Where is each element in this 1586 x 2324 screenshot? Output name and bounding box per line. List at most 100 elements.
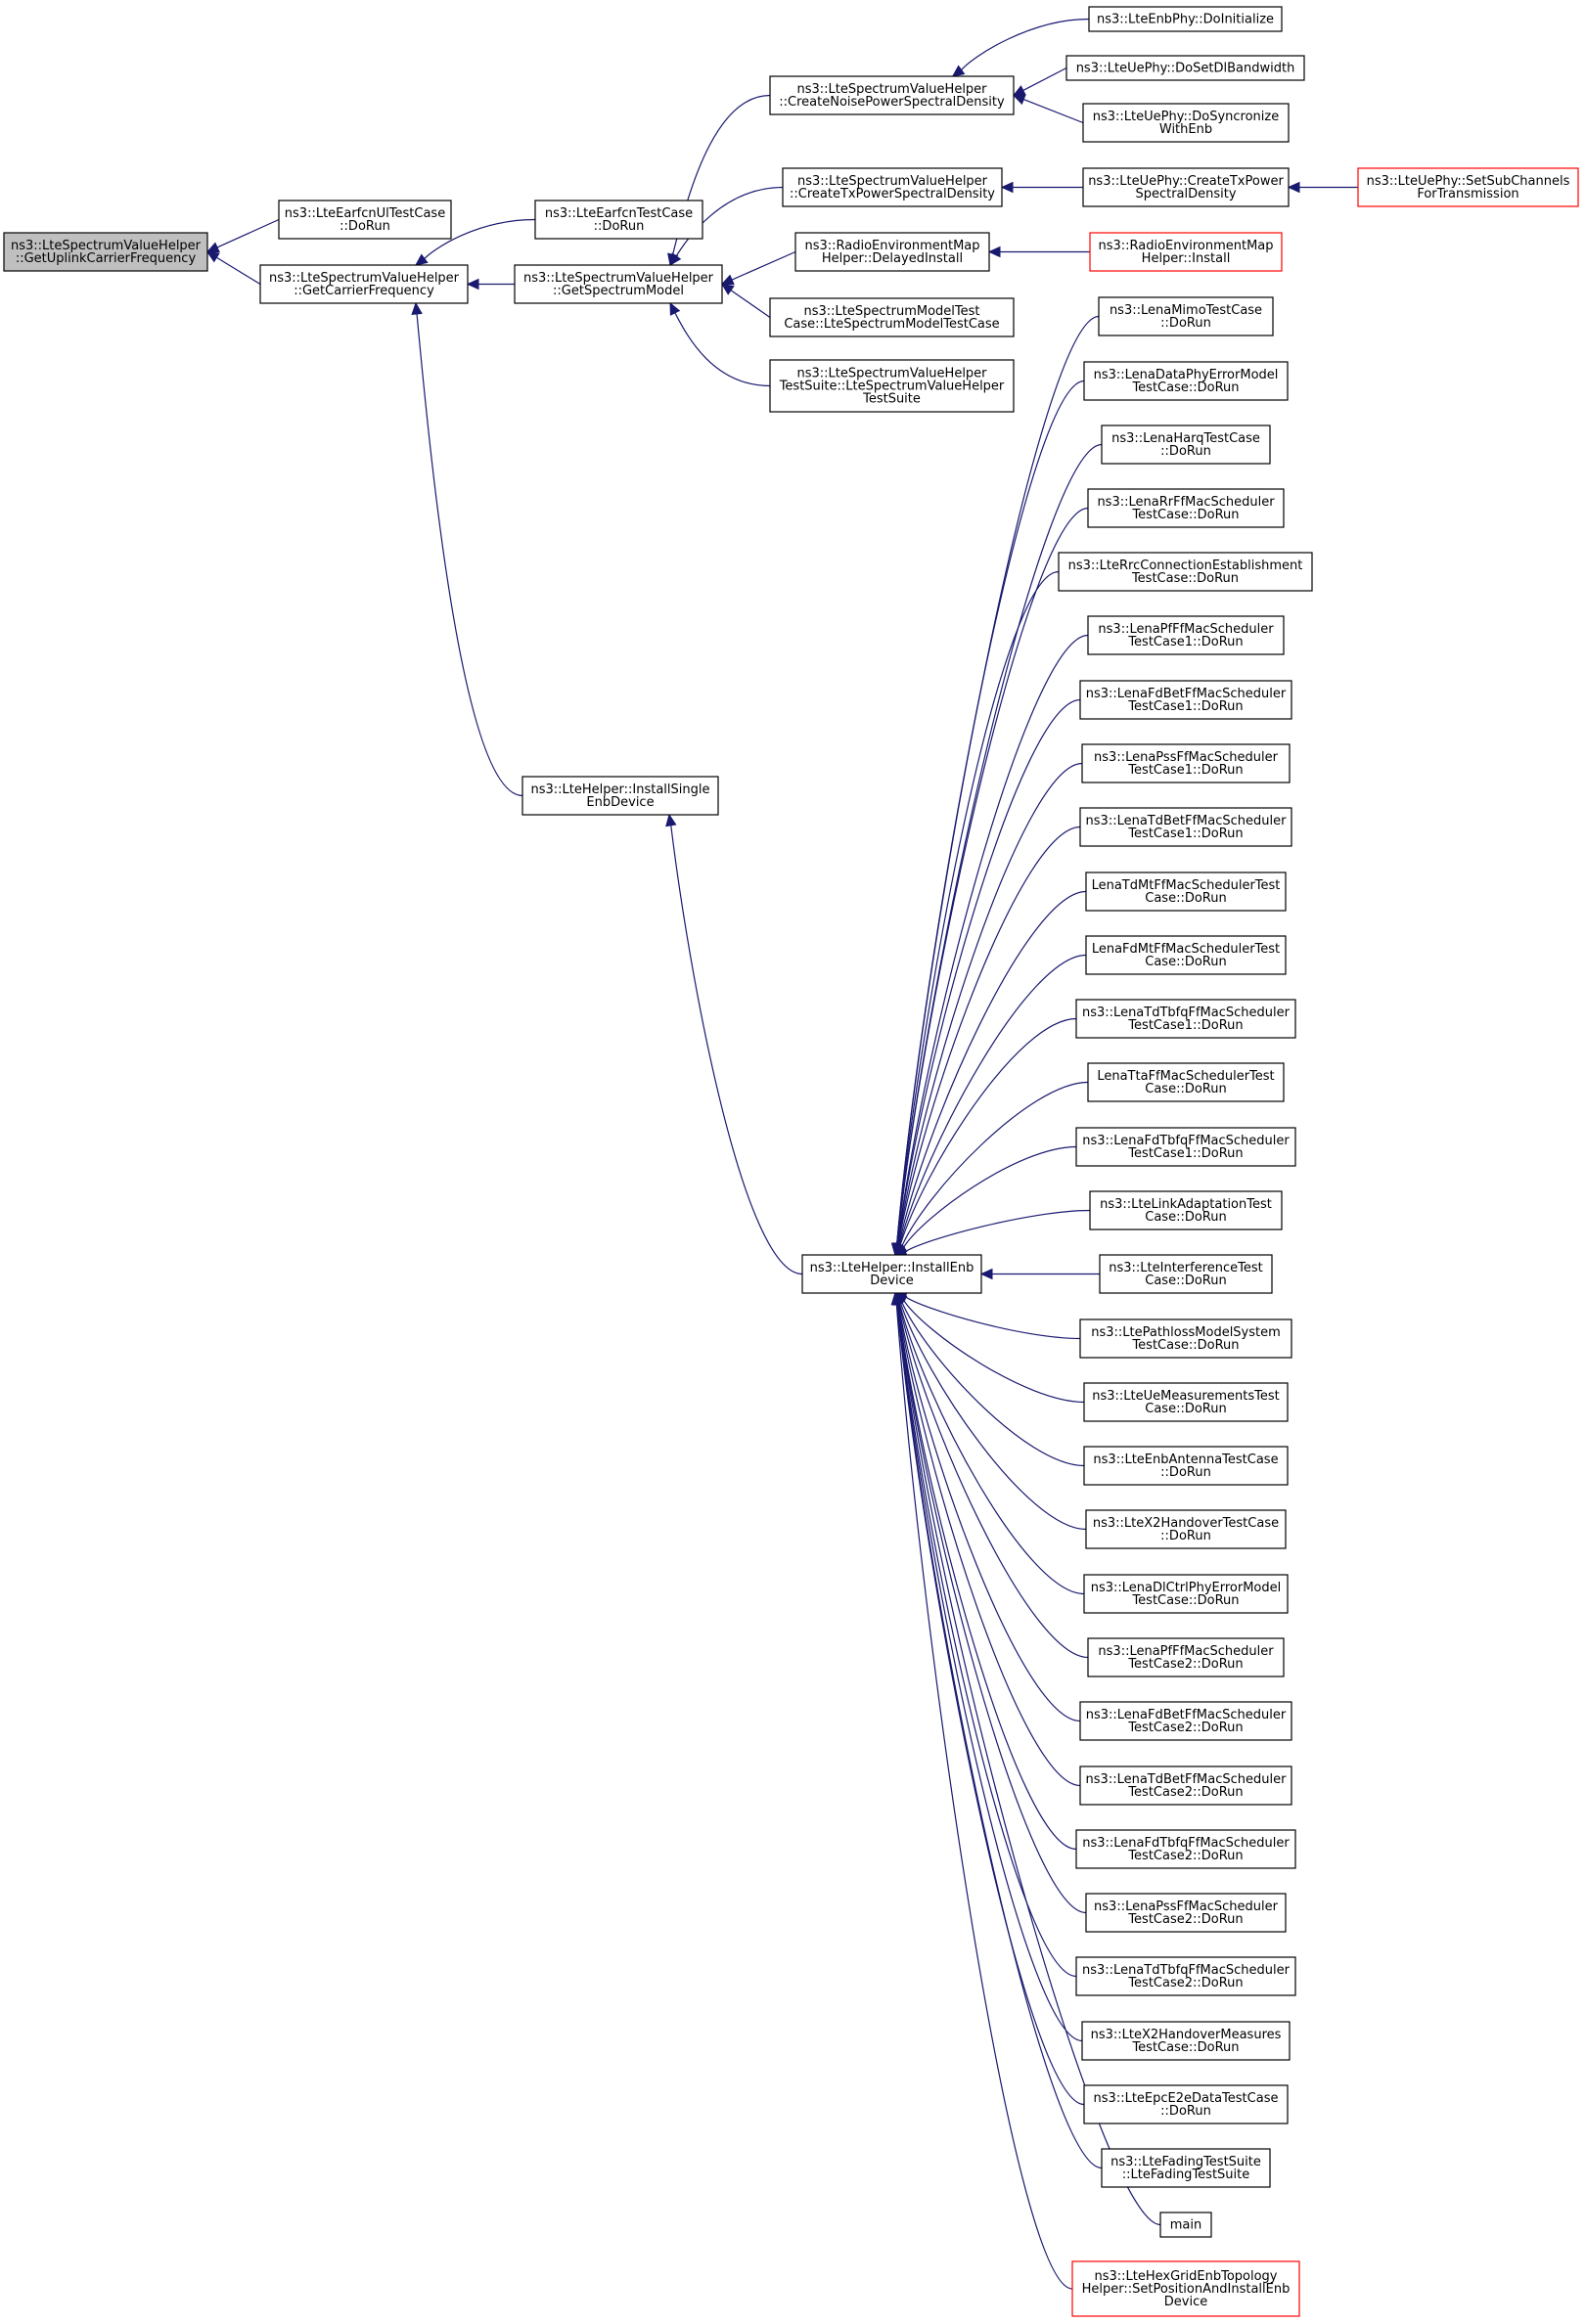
node-label-line: ::DoRun [1160, 1465, 1211, 1480]
function-node-c30[interactable]: main [1159, 2212, 1212, 2238]
arrowhead-uephydl-to-noise [1012, 85, 1026, 97]
node-label-line: ns3::RadioEnvironmentMap [1098, 239, 1273, 253]
node-box [1071, 2260, 1300, 2317]
function-node-c23[interactable]: ns3::LenaTdBetFfMacSchedulerTestCase2::D… [1079, 1765, 1292, 1806]
node-label-line: ns3::LenaFdTbfqFfMacScheduler [1082, 1134, 1290, 1148]
function-node-c29[interactable]: ns3::LteFadingTestSuite::LteFadingTestSu… [1101, 2148, 1271, 2188]
function-node-c11[interactable]: ns3::LenaTdTbfqFfMacSchedulerTestCase1::… [1075, 999, 1296, 1039]
node-label-line: TestCase2::DoRun [1127, 1849, 1243, 1863]
node-box [1081, 743, 1291, 783]
function-node-c8[interactable]: ns3::LenaTdBetFfMacSchedulerTestCase1::D… [1079, 807, 1292, 847]
edge-c21-to-installenb [898, 1303, 1089, 1659]
function-node-noise[interactable]: ns3::LteSpectrumValueHelper::CreateNoise… [769, 75, 1015, 115]
edge-c3-to-installenb [896, 507, 1089, 1245]
function-node-txpsd[interactable]: ns3::LteSpectrumValueHelper::CreateTxPow… [782, 167, 1003, 207]
node-label-line: TestCase::DoRun [1131, 1338, 1239, 1353]
node-label-line: Device [1164, 2295, 1207, 2309]
node-label-line: ns3::LteRrcConnectionEstablishment [1068, 559, 1303, 573]
node-box [769, 297, 1015, 337]
edge-c8-to-installenb [897, 826, 1081, 1245]
function-node-uephydl[interactable]: ns3::LteUePhy::DoSetDlBandwidth [1065, 55, 1305, 81]
function-node-c6[interactable]: ns3::LenaFdBetFfMacSchedulerTestCase1::D… [1079, 680, 1292, 720]
node-box [1079, 680, 1292, 720]
node-box [1087, 1637, 1285, 1677]
function-node-getcarrier[interactable]: ns3::LteSpectrumValueHelper::GetCarrierF… [259, 264, 469, 304]
function-node-c28[interactable]: ns3::LteEpcE2eDataTestCase::DoRun [1083, 2084, 1289, 2124]
node-label-line: Case::DoRun [1145, 955, 1226, 969]
node-box [1075, 1829, 1296, 1869]
function-node-c24[interactable]: ns3::LenaFdTbfqFfMacSchedulerTestCase2::… [1075, 1829, 1296, 1869]
function-node-c18[interactable]: ns3::LteEnbAntennaTestCase::DoRun [1083, 1446, 1289, 1486]
function-node-c19[interactable]: ns3::LteX2HandoverTestCase::DoRun [1085, 1509, 1287, 1549]
node-label-line: ns3::LteX2HandoverTestCase [1093, 1516, 1279, 1531]
function-node-c21[interactable]: ns3::LenaPfFfMacSchedulerTestCase2::DoRu… [1087, 1637, 1285, 1677]
function-node-specmodeltest[interactable]: ns3::LteSpectrumModelTestCase::LteSpectr… [769, 297, 1015, 337]
edge-earfcnul-to-root [216, 218, 280, 248]
node-box [1079, 1765, 1292, 1806]
edge-c22-to-installenb [897, 1303, 1081, 1722]
edge-c13-to-installenb [902, 1145, 1077, 1249]
function-node-c0[interactable]: ns3::LenaMimoTestCase::DoRun [1098, 296, 1274, 336]
function-node-c5[interactable]: ns3::LenaPfFfMacSchedulerTestCase1::DoRu… [1087, 615, 1285, 655]
node-label-line: LenaTtaFfMacSchedulerTest [1097, 1069, 1274, 1084]
node-label-line: ns3::LteEnbPhy::DoInitialize [1097, 13, 1274, 27]
function-node-subch[interactable]: ns3::LteUePhy::SetSubChannelsForTransmis… [1357, 167, 1579, 207]
nodes-layer: ns3::LteSpectrumValueHelper::GetUplinkCa… [3, 6, 1579, 2317]
edge-c30-to-installenb [896, 1303, 1161, 2226]
function-node-c7[interactable]: ns3::LenaPssFfMacSchedulerTestCase1::DoR… [1081, 743, 1291, 783]
node-label-line: ::DoRun [1160, 2104, 1211, 2119]
function-node-c26[interactable]: ns3::LenaTdTbfqFfMacSchedulerTestCase2::… [1075, 1956, 1296, 1996]
function-node-uephytx[interactable]: ns3::LteUePhy::CreateTxPowerSpectralDens… [1082, 167, 1290, 207]
node-box [1101, 2148, 1271, 2188]
function-node-c27[interactable]: ns3::LteX2HandoverMeasuresTestCase::DoRu… [1081, 2021, 1291, 2061]
function-node-svhsuite[interactable]: ns3::LteSpectrumValueHelperTestSuite::Lt… [769, 359, 1015, 413]
node-box [1082, 103, 1290, 143]
function-node-getspectrum[interactable]: ns3::LteSpectrumValueHelper::GetSpectrum… [514, 264, 723, 304]
function-node-remdelayed[interactable]: ns3::RadioEnvironmentMapHelper::DelayedI… [794, 232, 990, 272]
node-label-line: ns3::RadioEnvironmentMap [804, 239, 979, 253]
node-label-line: ::DoRun [1160, 444, 1211, 459]
function-node-c22[interactable]: ns3::LenaFdBetFfMacSchedulerTestCase2::D… [1079, 1701, 1292, 1741]
function-node-c25[interactable]: ns3::LenaPssFfMacSchedulerTestCase2::DoR… [1085, 1893, 1287, 1933]
function-node-c1[interactable]: ns3::LenaDataPhyErrorModelTestCase::DoRu… [1083, 361, 1289, 401]
node-box [521, 776, 719, 816]
node-label-line: LenaFdMtFfMacSchedulerTest [1092, 942, 1280, 957]
function-node-earfcn[interactable]: ns3::LteEarfcnTestCase::DoRun [534, 200, 703, 240]
node-label-line: ::DoRun [340, 219, 390, 234]
node-box [1099, 1254, 1273, 1294]
function-node-c4[interactable]: ns3::LteRrcConnectionEstablishmentTestCa… [1058, 552, 1313, 592]
function-node-c20[interactable]: ns3::LenaDlCtrlPhyErrorModelTestCase::Do… [1083, 1574, 1289, 1614]
root-function-node[interactable]: ns3::LteSpectrumValueHelper::GetUplinkCa… [3, 232, 208, 272]
edge-txpsd-to-getspectrum [675, 186, 784, 257]
node-box [1083, 1446, 1289, 1486]
node-label-line: ns3::LenaHarqTestCase [1111, 431, 1260, 446]
node-label-line: TestCase::DoRun [1131, 571, 1239, 586]
function-node-earfcnul[interactable]: ns3::LteEarfcnUlTestCase::DoRun [278, 200, 452, 240]
node-label-line: ns3::LteSpectrumModelTest [803, 304, 979, 319]
node-box [1085, 872, 1287, 912]
function-node-enbphyinit[interactable]: ns3::LteEnbPhy::DoInitialize [1088, 6, 1283, 32]
function-node-c31[interactable]: ns3::LteHexGridEnbTopologyHelper::SetPos… [1071, 2260, 1300, 2317]
node-label-line: TestCase2::DoRun [1127, 1657, 1243, 1672]
node-box [1089, 232, 1283, 272]
node-label-line: ::DoRun [594, 219, 645, 234]
function-node-c2[interactable]: ns3::LenaHarqTestCase::DoRun [1101, 425, 1271, 465]
edge-c17-to-installenb [902, 1299, 1085, 1404]
function-node-c16[interactable]: ns3::LtePathlossModelSystemTestCase::DoR… [1079, 1318, 1292, 1359]
edge-c18-to-installenb [901, 1301, 1085, 1467]
arrowhead-installenb-to-installsingle [665, 813, 677, 827]
function-node-c13[interactable]: ns3::LenaFdTbfqFfMacSchedulerTestCase1::… [1075, 1127, 1296, 1167]
node-label-line: TestCase::DoRun [1131, 2040, 1239, 2055]
node-label-line: ns3::LteSpectrumValueHelper [269, 271, 460, 286]
